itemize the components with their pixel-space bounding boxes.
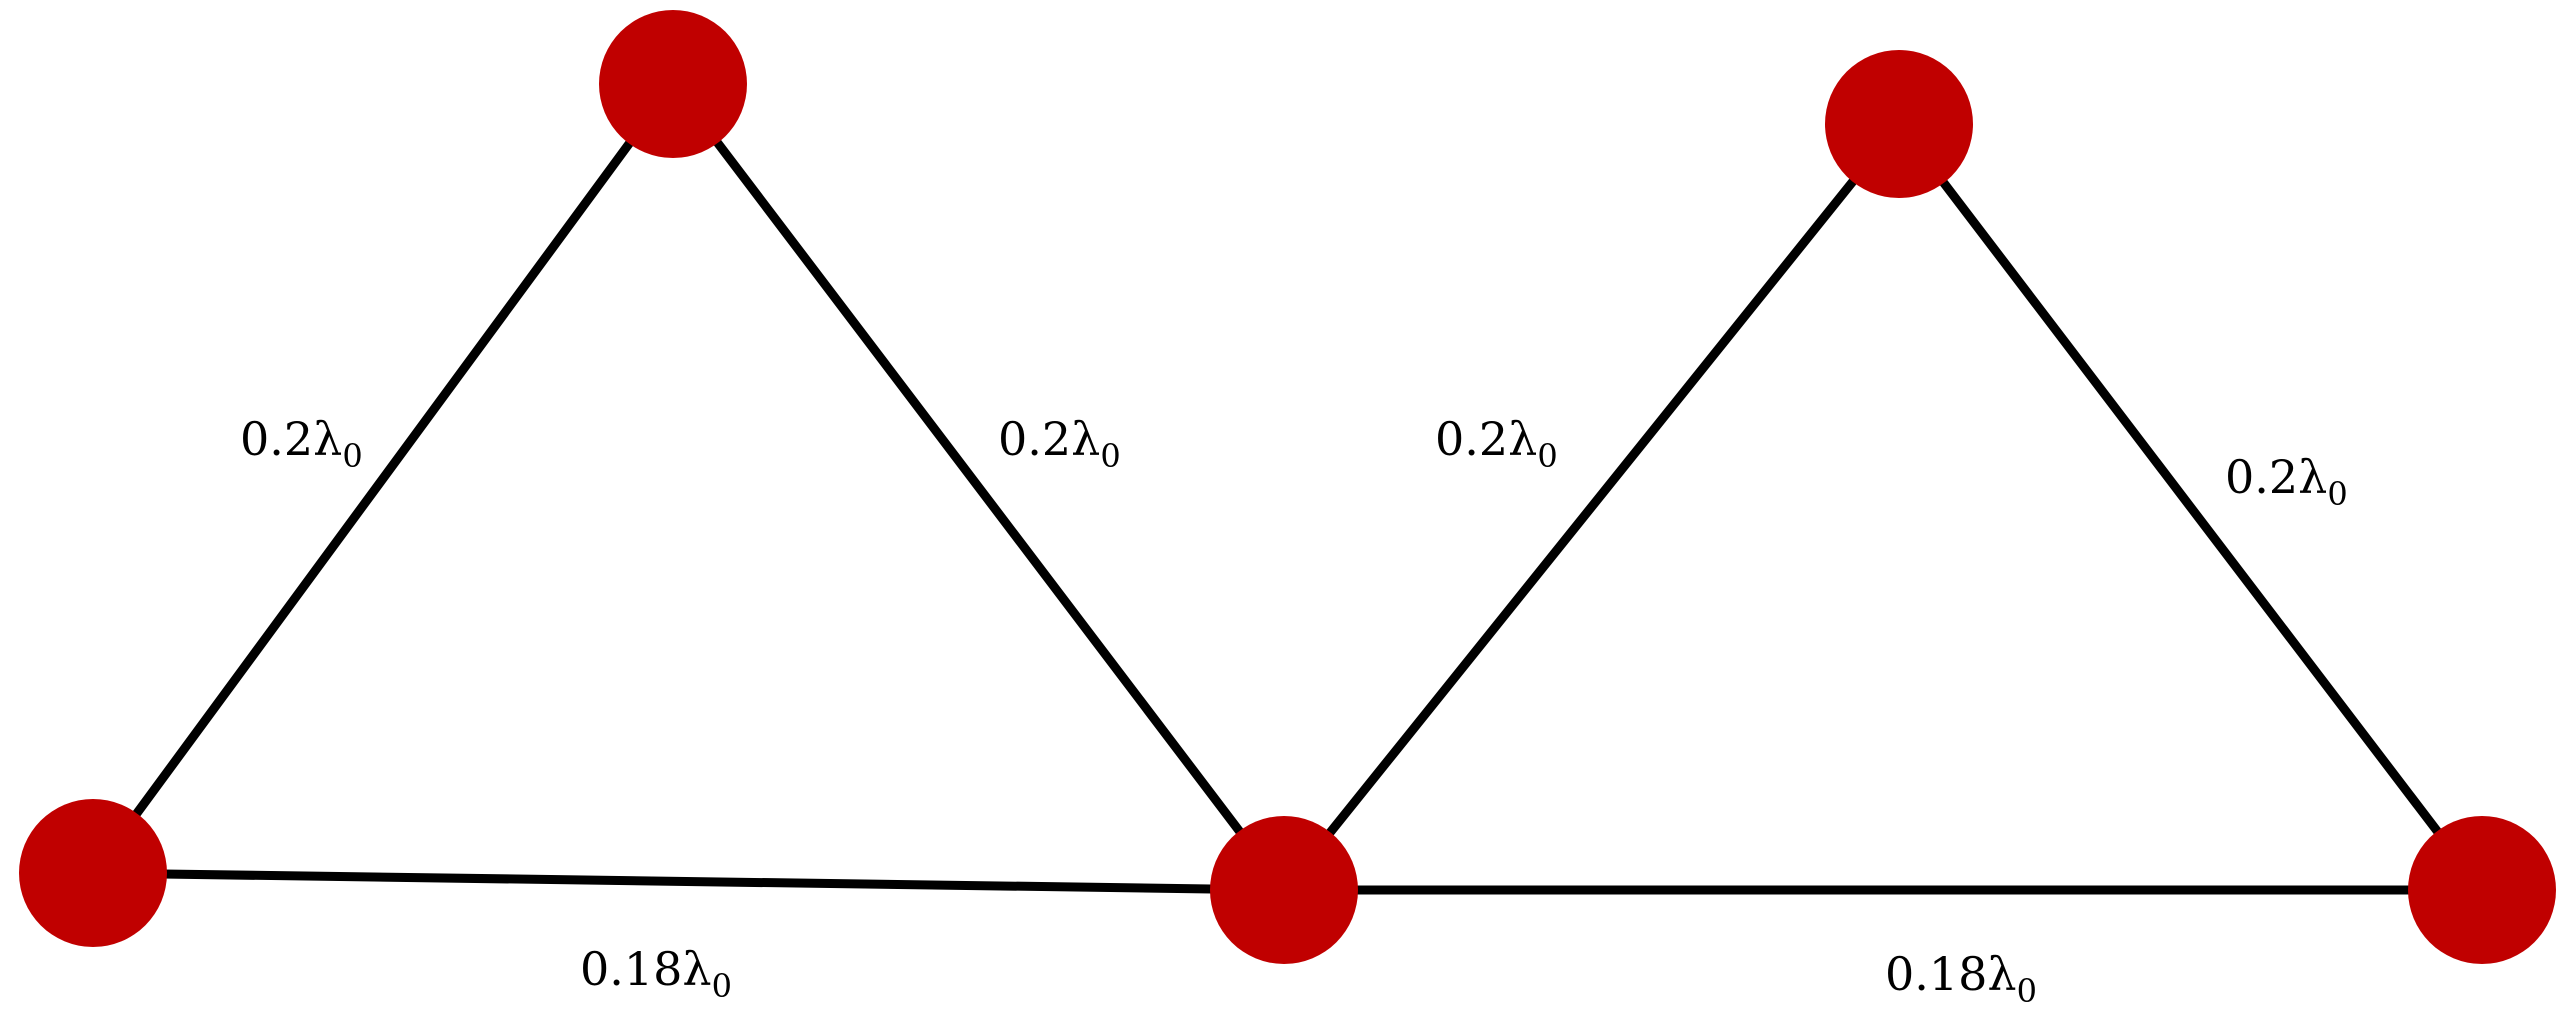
edge-left-triangle-left-side xyxy=(88,79,678,878)
edge-label-subscript: 0 xyxy=(342,437,362,475)
edge-label-value: 0.18λ xyxy=(1885,947,2017,1001)
edge-label-left-base: 0.18λ0 xyxy=(580,942,732,1005)
edge-label-value: 0.2λ xyxy=(2225,450,2327,504)
edge-label-right-base: 0.18λ0 xyxy=(1885,947,2037,1010)
edge-label-left-triangle-right-side: 0.2λ0 xyxy=(998,412,1121,475)
edge-label-value: 0.2λ xyxy=(240,412,342,466)
edge-right-triangle-left-side xyxy=(1279,119,1904,895)
node-top-right-apex xyxy=(1825,50,1973,198)
edge-label-subscript: 0 xyxy=(1100,437,1120,475)
edge-right-triangle-right-side xyxy=(1894,119,2487,895)
edge-label-value: 0.2λ xyxy=(998,412,1100,466)
edge-label-value: 0.2λ xyxy=(1435,412,1537,466)
edge-label-left-triangle-left-side: 0.2λ0 xyxy=(240,412,363,475)
node-bottom-right xyxy=(2408,816,2556,964)
node-top-left-apex xyxy=(599,10,747,158)
edge-left-triangle-right-side xyxy=(668,79,1289,895)
node-bottom-middle xyxy=(1210,816,1358,964)
edge-label-subscript: 0 xyxy=(1537,437,1557,475)
edge-label-subscript: 0 xyxy=(2327,475,2347,513)
edge-label-right-triangle-left-side: 0.2λ0 xyxy=(1435,412,1558,475)
edge-label-subscript: 0 xyxy=(712,967,732,1005)
edge-label-value: 0.18λ xyxy=(580,942,712,996)
edges-layer xyxy=(88,79,2487,895)
edge-label-subscript: 0 xyxy=(2017,972,2037,1010)
nodes-layer xyxy=(19,10,2556,964)
node-bottom-left xyxy=(19,799,167,947)
edge-label-right-triangle-right-side: 0.2λ0 xyxy=(2225,450,2348,513)
edge-left-base xyxy=(88,868,1289,895)
